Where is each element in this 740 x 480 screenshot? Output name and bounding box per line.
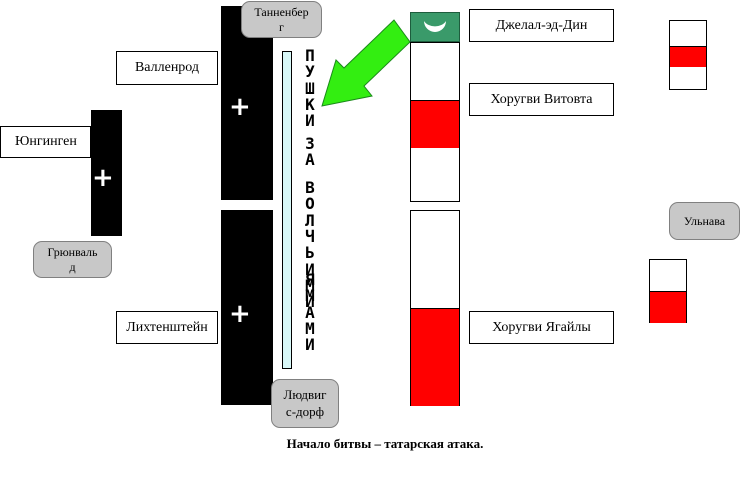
label-lichtenstein: Лихтенштейн [116, 311, 218, 344]
cross-icon: + [92, 163, 114, 193]
tatar-attack-arrow [321, 19, 411, 107]
teutonic-block-wallenrod: + [221, 6, 273, 200]
reserve-banner-top [669, 20, 707, 90]
label-jagiello-banners: Хоругви Ягайлы [469, 311, 614, 344]
teutonic-block-lichtenstein: + [221, 210, 273, 405]
jagiello-banner-column [410, 210, 460, 406]
wolf-pits-ditch [282, 51, 292, 369]
label-vitovt-banners: Хоругви Витовта [469, 83, 614, 116]
label-jungingen: Юнгинген [0, 126, 91, 158]
arrow-shape [321, 19, 411, 107]
vitovt-banner-column [410, 42, 460, 202]
teutonic-block-jungingen: + [91, 110, 122, 236]
tatar-banner [410, 12, 460, 42]
cross-icon: + [229, 92, 251, 122]
jagiello-banner-red-band [411, 308, 459, 406]
reserve-banner-ulnava [649, 259, 687, 323]
label-wallenrod: Валленрод [116, 51, 218, 85]
label-jalal-ad-din: Джелал-эд-Дин [469, 9, 614, 42]
cross-icon: + [229, 299, 251, 329]
vitovt-banner-red-band [411, 100, 459, 149]
diagram-caption: Начало битвы – татарская атака. [286, 436, 484, 451]
crescent-icon [424, 21, 446, 32]
place-ulnava: Ульнава [669, 202, 740, 240]
